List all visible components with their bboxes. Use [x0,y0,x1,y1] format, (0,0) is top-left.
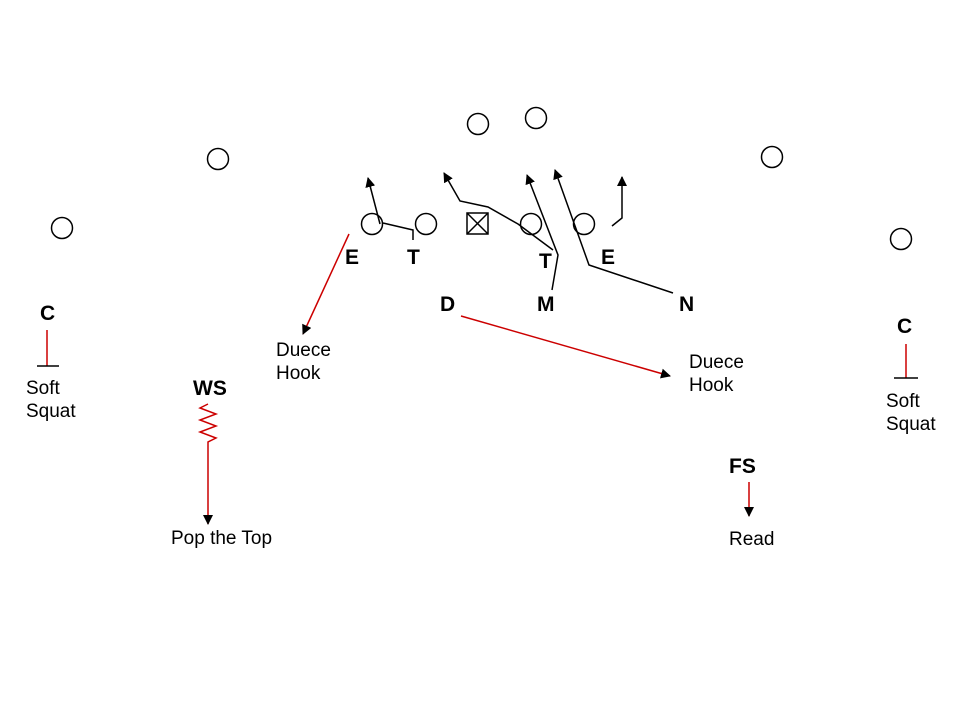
left-end-label: E [345,246,360,269]
left-corner-label: C [40,302,56,325]
right-corner-assignment-line1: Soft [886,391,920,412]
weak-safety-zigzag [197,403,219,525]
m-backer-route [525,174,559,291]
open-circle-icon [760,145,784,169]
left-end-route [365,177,381,225]
open-circle-icon [50,216,74,240]
free-safety-assignment: Read [729,529,775,550]
open-circle-icon [889,227,913,251]
right-hook-assignment-line1: Duece [689,352,744,373]
n-backer-route [553,169,674,294]
n-backer-label: N [679,293,695,316]
left-hook-assignment-line2: Hook [276,363,321,384]
right-corner-assignment-line2: Squat [886,414,936,435]
right-corner-squat-marker [894,344,918,379]
left-hook-assignment: Duece Hook [276,339,331,385]
open-circle-icon [360,212,384,236]
defensive-line-routes [365,169,674,294]
right-hook-assignment: Duece Hook [689,351,744,397]
weak-safety-label: WS [193,377,227,400]
left-tackle-label: T [407,246,420,269]
open-circle-icon [524,106,548,130]
left-corner-assignment-line2: Squat [26,401,76,422]
m-backer-label: M [537,293,555,316]
d-backer-label: D [440,293,456,316]
open-circle-icon [466,112,490,136]
open-circle-icon [519,212,543,236]
right-corner-label: C [897,315,913,338]
free-safety-label: FS [729,455,756,478]
weak-safety-assignment: Pop the Top [171,528,273,549]
left-hook-drop [302,233,350,335]
right-tackle-route [443,172,554,251]
right-corner-assignment: Soft Squat [886,390,936,436]
coverage-assignments [37,233,918,525]
left-hook-assignment-line1: Duece [276,340,331,361]
right-tackle-label: T [539,250,552,273]
open-circle-icon [206,147,230,171]
open-circle-icon [414,212,438,236]
d-backer-drop [460,315,671,379]
right-end-label: E [601,246,616,269]
boxed-x-icon [466,212,489,235]
left-tackle-route [382,222,414,240]
offense-formation [50,106,913,251]
open-circle-icon [572,212,596,236]
right-end-route [611,176,627,227]
left-corner-assignment: Soft Squat [26,377,76,423]
left-corner-assignment-line1: Soft [26,378,60,399]
right-hook-assignment-line2: Hook [689,375,734,396]
left-corner-squat-marker [37,330,59,367]
